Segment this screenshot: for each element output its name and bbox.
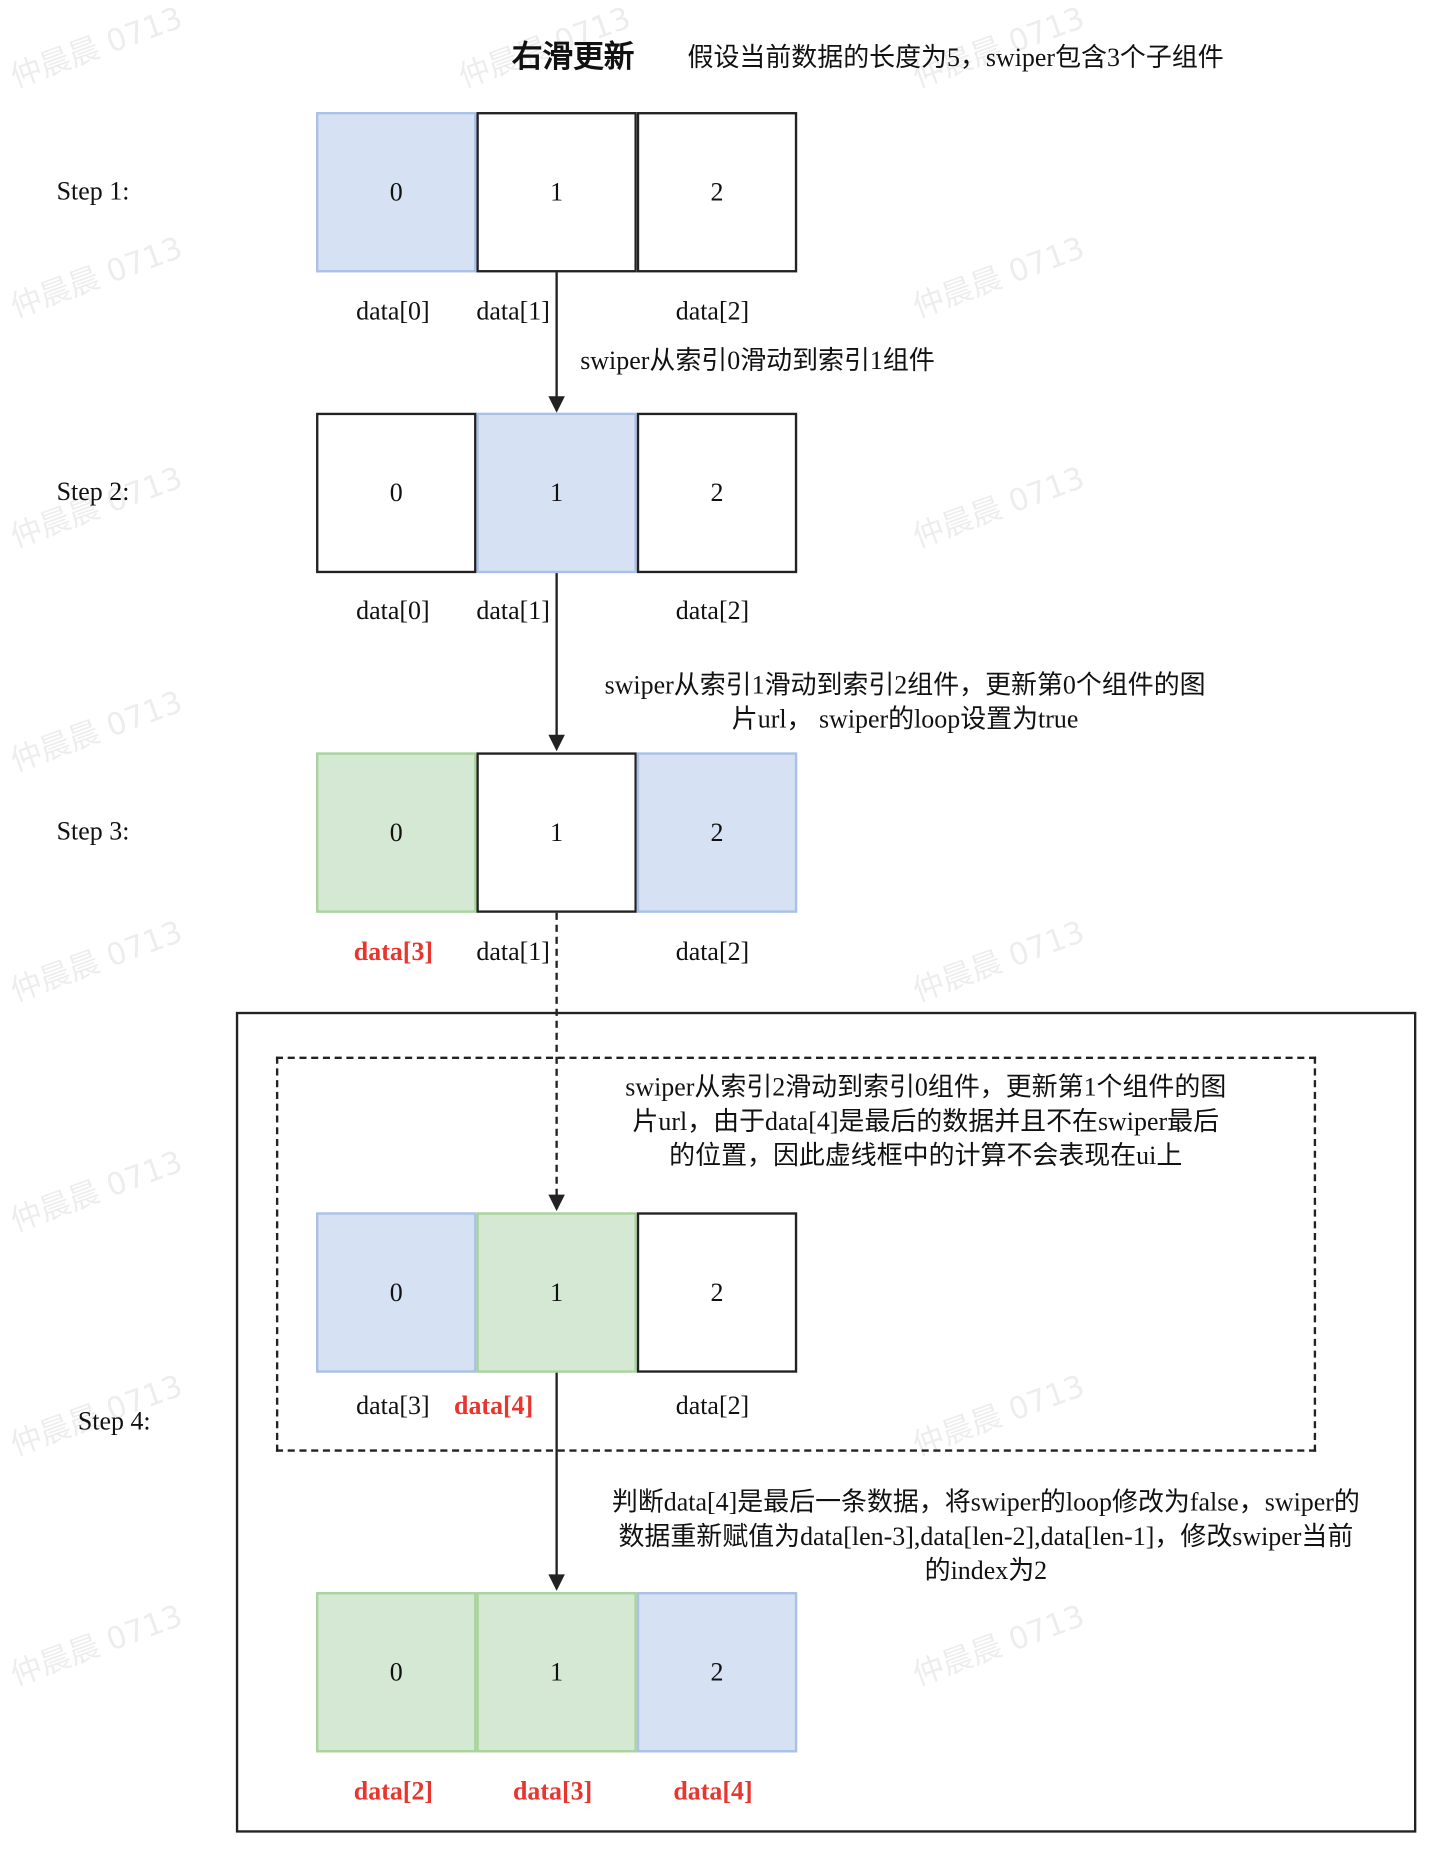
- data-label: data[1]: [476, 936, 550, 966]
- data-label: data[2]: [675, 595, 750, 626]
- transition-note-3: swiper从索引2滑动到索引0组件，更新第1个组件的图 片url，由于data…: [590, 1070, 1262, 1173]
- swiper-cell-2: 2: [636, 412, 798, 574]
- swiper-cell-1: 1: [476, 1212, 637, 1373]
- swiper-cell-0: 0: [316, 412, 477, 574]
- transition-note-1: swiper从索引0滑动到索引1组件: [580, 345, 935, 376]
- note-line: 的index为2: [924, 1555, 1048, 1585]
- data-label-updated: data[4]: [673, 1776, 753, 1806]
- watermark: 仲晨晨 0713: [6, 1598, 188, 1694]
- connector-line: [555, 1372, 558, 1576]
- arrow-down-icon: [548, 1194, 565, 1212]
- watermark: 仲晨晨 0713: [6, 684, 188, 780]
- note-line: swiper从索引2滑动到索引0组件，更新第1个组件的图: [625, 1071, 1227, 1102]
- data-label-updated: data[4]: [454, 1390, 534, 1420]
- watermark: 仲晨晨 0713: [6, 0, 188, 96]
- swiper-cell-2: 2: [636, 1592, 798, 1753]
- data-label-updated: data[2]: [353, 1776, 434, 1806]
- swiper-cell-1: 1: [476, 112, 637, 273]
- transition-note-2: swiper从索引1滑动到索引2组件，更新第0个组件的图 片url， swipe…: [566, 667, 1244, 735]
- swiper-cell-0: 0: [316, 1592, 477, 1753]
- swiper-cell-1: 1: [476, 1592, 637, 1753]
- data-label-updated: data[3]: [512, 1776, 593, 1806]
- data-label-updated: data[3]: [353, 936, 434, 966]
- step-1-label: Step 1:: [56, 175, 130, 206]
- watermark: 仲晨晨 0713: [908, 230, 1090, 326]
- swiper-cell-1: 1: [476, 752, 637, 913]
- note-line: 判断data[4]是最后一条数据，将swiper的loop修改为false，sw…: [611, 1487, 1360, 1517]
- watermark: 仲晨晨 0713: [6, 914, 188, 1010]
- step-4-container: [235, 1011, 1417, 1833]
- watermark: 仲晨晨 0713: [6, 1144, 188, 1240]
- diagram-subtitle: 假设当前数据的长度为5，swiper包含3个子组件: [687, 42, 1224, 72]
- transition-note-4: 判断data[4]是最后一条数据，将swiper的loop修改为false，sw…: [573, 1485, 1399, 1588]
- note-line: swiper从索引1滑动到索引2组件，更新第0个组件的图: [604, 669, 1206, 700]
- data-label: data[2]: [675, 936, 750, 966]
- connector-line: [555, 272, 558, 398]
- data-label: data[0]: [356, 296, 430, 326]
- swiper-cell-0: 0: [316, 112, 477, 273]
- step-2-label: Step 2:: [56, 476, 130, 506]
- note-line: 数据重新赋值为data[len-3],data[len-2],data[len-…: [618, 1521, 1354, 1551]
- watermark: 仲晨晨 0713: [908, 914, 1090, 1010]
- swiper-cell-0: 0: [316, 752, 477, 913]
- step-4-label: Step 4:: [77, 1405, 151, 1436]
- arrow-down-icon: [548, 734, 565, 752]
- swiper-cell-2: 2: [636, 112, 798, 273]
- data-label: data[1]: [476, 296, 550, 326]
- swiper-cell-1: 1: [476, 412, 637, 574]
- hidden-calculation-box: [275, 1056, 1317, 1452]
- watermark: 仲晨晨 0713: [6, 230, 188, 326]
- data-label: data[0]: [356, 595, 430, 626]
- swiper-cell-2: 2: [636, 752, 798, 913]
- step-3-label: Step 3:: [56, 816, 130, 846]
- connector-line: [555, 573, 558, 736]
- swiper-cell-0: 0: [316, 1212, 477, 1373]
- diagram-title: 右滑更新: [511, 40, 635, 76]
- note-line: 的位置，因此虚线框中的计算不会表现在ui上: [669, 1140, 1183, 1170]
- data-label: data[3]: [356, 1390, 430, 1420]
- arrow-down-icon: [548, 1574, 565, 1591]
- note-line: 片url，由于data[4]是最后的数据并且不在swiper最后: [632, 1106, 1220, 1136]
- connector-dashed-line: [555, 912, 558, 1196]
- watermark: 仲晨晨 0713: [908, 460, 1090, 556]
- arrow-down-icon: [548, 396, 565, 413]
- data-label: data[2]: [675, 296, 750, 326]
- data-label: data[2]: [675, 1390, 750, 1420]
- data-label: data[1]: [476, 595, 550, 626]
- swiper-cell-2: 2: [636, 1212, 798, 1373]
- note-line: 片url， swiper的loop设置为true: [731, 704, 1079, 734]
